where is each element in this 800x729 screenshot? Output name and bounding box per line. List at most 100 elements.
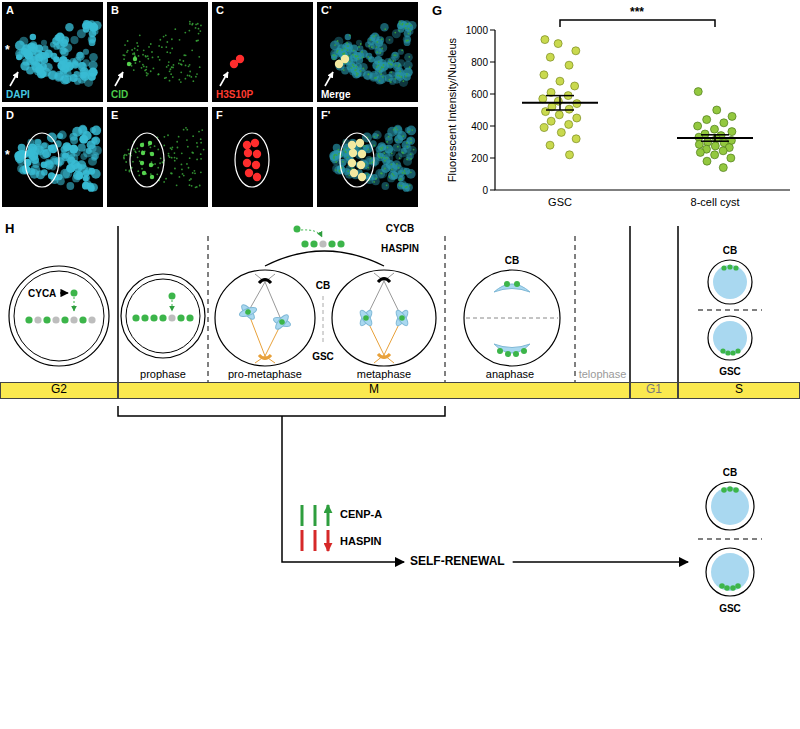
channel-label: Merge — [321, 89, 350, 100]
micrograph — [334, 37, 343, 46]
micrograph — [154, 145, 156, 147]
micrograph — [349, 34, 351, 36]
micrograph — [405, 186, 407, 188]
diagram-shapes — [394, 309, 410, 328]
micrograph — [411, 129, 413, 131]
phase-divider — [118, 226, 678, 382]
micrograph — [389, 59, 391, 61]
diagram-shapes — [52, 316, 59, 323]
g2-cell — [74, 297, 75, 311]
prophase-cell — [172, 300, 173, 311]
phase-label: prophase — [140, 368, 186, 380]
daughter-cells — [724, 585, 730, 591]
micrograph — [194, 172, 196, 174]
micrograph — [336, 154, 338, 156]
micrograph — [397, 146, 399, 148]
micrograph — [220, 72, 228, 86]
diagram-shapes — [177, 314, 184, 321]
micrograph — [405, 40, 407, 42]
micrograph — [198, 131, 200, 133]
data-points — [572, 135, 580, 143]
micrograph — [107, 107, 208, 207]
micrograph — [357, 58, 359, 60]
micrograph — [340, 133, 374, 187]
data-points — [727, 154, 735, 162]
micrograph — [363, 67, 365, 69]
diagram-shapes — [25, 240, 688, 562]
micrograph — [141, 151, 145, 155]
micrograph — [348, 159, 356, 167]
phase-name: S — [735, 383, 743, 396]
micrograph — [188, 30, 190, 32]
micrograph — [384, 28, 386, 30]
micrograph — [65, 23, 73, 31]
micrograph — [385, 36, 393, 44]
micrograph — [253, 173, 261, 181]
micrograph — [253, 150, 261, 158]
data-points — [555, 111, 563, 119]
micrograph — [406, 142, 408, 144]
micrograph — [382, 67, 384, 69]
micrograph — [145, 56, 147, 58]
outcome-flow — [302, 505, 328, 526]
g2-cell — [9, 266, 109, 366]
micrograph — [159, 162, 161, 164]
micrograph — [379, 70, 381, 72]
diagram-shapes — [394, 309, 410, 328]
micrograph — [107, 107, 208, 207]
micrograph — [195, 40, 197, 42]
micrograph — [185, 54, 187, 56]
phase-label: telophase — [579, 368, 627, 380]
data-points — [701, 134, 729, 136]
data-points — [710, 125, 718, 133]
micrograph — [126, 51, 128, 53]
micrograph — [71, 60, 78, 67]
micrograph — [381, 48, 383, 50]
micrograph — [375, 178, 377, 180]
micrograph — [181, 64, 183, 66]
micrograph — [159, 39, 161, 41]
data-points — [540, 71, 548, 79]
micrograph — [350, 54, 358, 62]
micrograph — [347, 156, 349, 158]
micrograph — [199, 30, 201, 32]
panel-letter: B — [111, 4, 119, 16]
micrograph — [123, 58, 125, 60]
panel-letter: E — [111, 109, 118, 121]
data-points — [711, 142, 719, 150]
data-points — [573, 114, 581, 122]
micrograph — [166, 66, 168, 68]
phase-divider — [323, 296, 324, 345]
dividing-cell — [259, 280, 271, 284]
micrograph — [83, 49, 89, 55]
micrograph — [174, 160, 176, 162]
micrograph — [399, 78, 408, 87]
micrograph — [191, 49, 193, 51]
micrograph — [333, 155, 335, 157]
micrograph — [384, 168, 386, 170]
anaphase-cell — [514, 281, 520, 287]
diagram-shapes — [358, 309, 374, 328]
panel-letter: C — [216, 4, 224, 16]
micrograph — [30, 34, 36, 40]
micrograph — [179, 59, 181, 61]
micrograph — [358, 150, 366, 158]
micrograph — [178, 136, 180, 138]
diagram-shapes — [319, 240, 326, 247]
data-points — [728, 112, 736, 120]
micrograph — [186, 163, 188, 165]
anaphase-cell — [513, 351, 519, 357]
dividing-cell — [332, 270, 436, 366]
micrograph — [170, 73, 172, 75]
chart-axes — [490, 20, 790, 190]
micrograph — [158, 45, 160, 47]
tick-label: 200 — [471, 153, 488, 164]
micrograph — [2, 107, 103, 207]
micrograph — [399, 21, 401, 23]
dividing-cell — [265, 251, 384, 266]
micrograph — [142, 64, 144, 66]
micrograph — [396, 163, 398, 165]
micrograph — [235, 133, 269, 187]
micrograph — [150, 173, 152, 175]
micrograph — [177, 147, 179, 149]
